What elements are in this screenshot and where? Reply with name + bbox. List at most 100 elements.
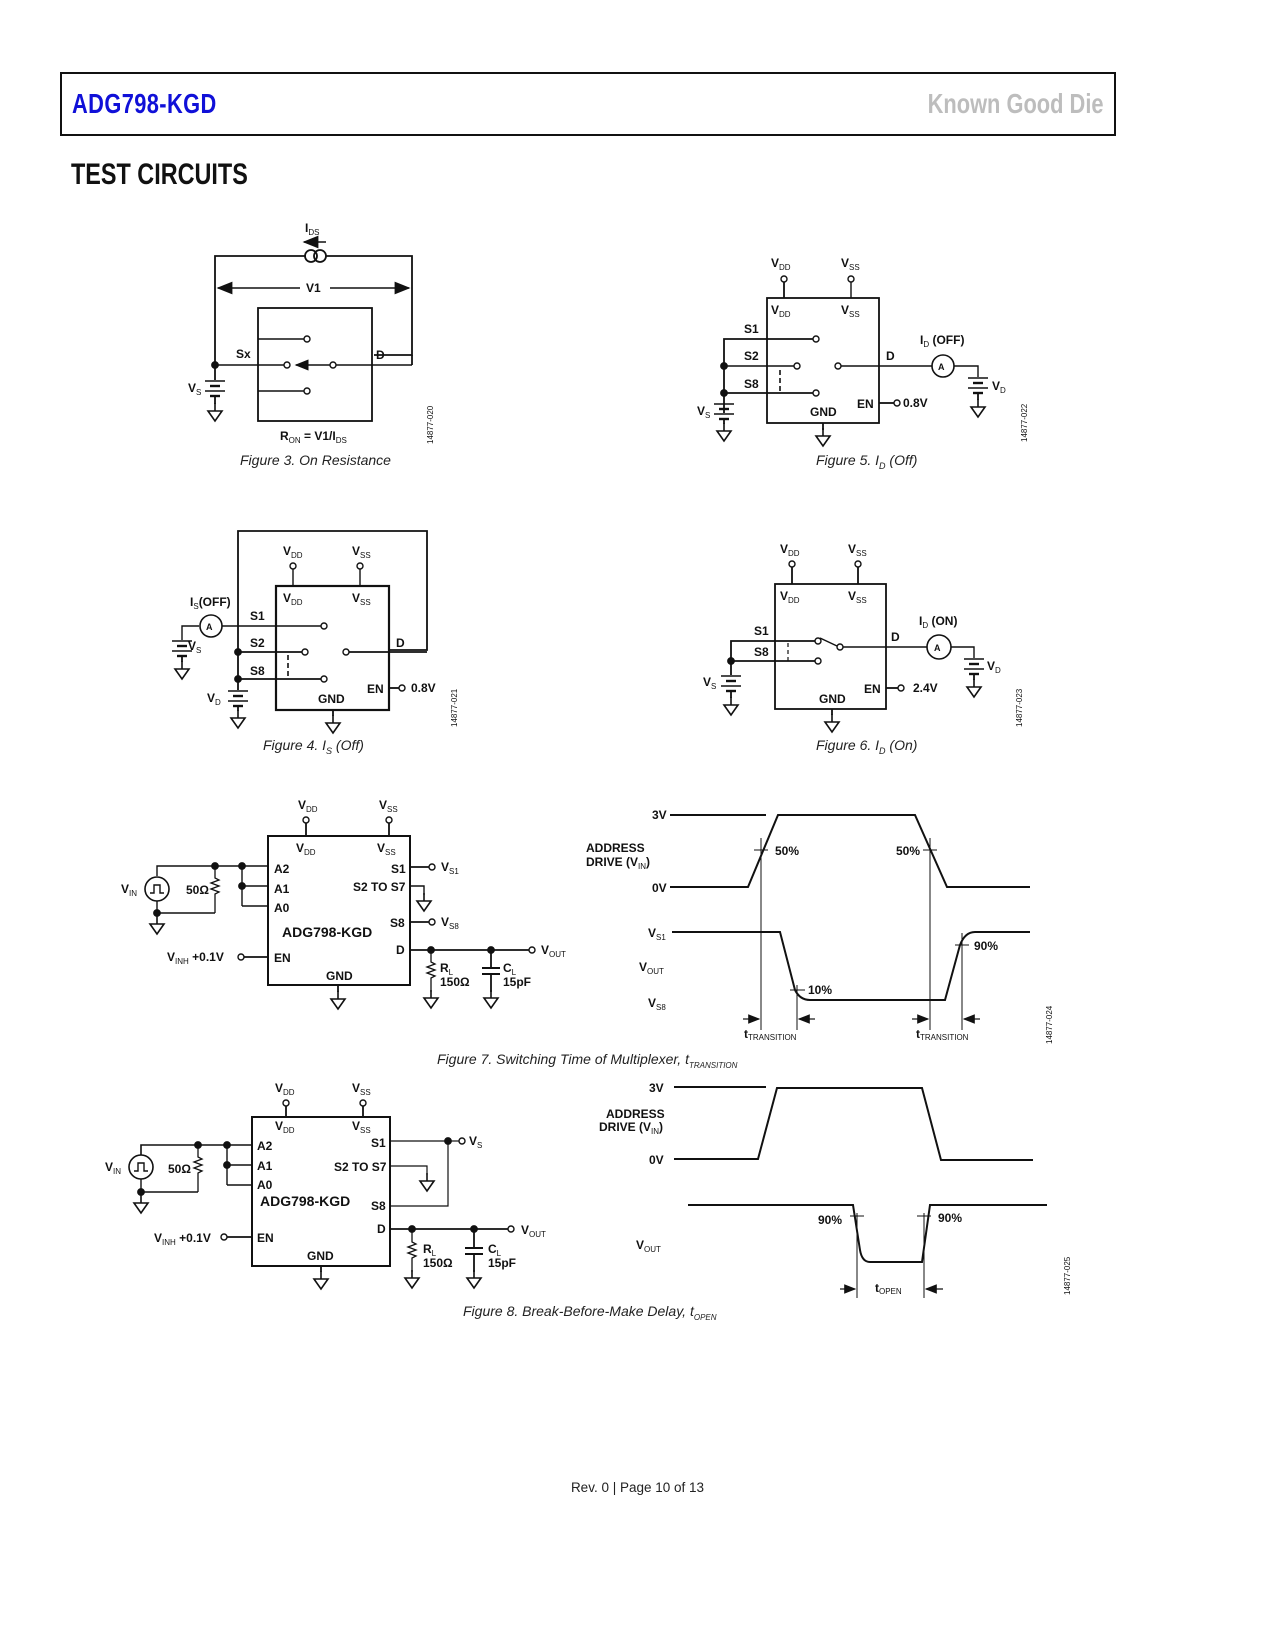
svg-text:50Ω: 50Ω xyxy=(168,1162,191,1176)
svg-text:VS: VS xyxy=(469,1134,482,1150)
svg-text:IS(OFF): IS(OFF) xyxy=(190,595,231,611)
svg-text:S8: S8 xyxy=(754,645,769,659)
svg-text:EN: EN xyxy=(857,397,874,411)
svg-text:DRIVE (VIN): DRIVE (VIN) xyxy=(599,1120,663,1136)
svg-text:90%: 90% xyxy=(818,1213,842,1227)
svg-text:VIN: VIN xyxy=(121,882,137,898)
svg-text:VDD: VDD xyxy=(780,542,800,558)
svg-text:VDD: VDD xyxy=(275,1119,295,1135)
svg-text:S2: S2 xyxy=(250,636,265,650)
figure-7-timing: 3V 0V ADDRESS DRIVE (VIN) 50% 50% VS1 VO… xyxy=(586,808,1054,1044)
svg-text:VOUT: VOUT xyxy=(636,1238,661,1254)
section-title: TEST CIRCUITS xyxy=(71,158,248,191)
svg-text:VDD: VDD xyxy=(283,544,303,560)
svg-text:VDD: VDD xyxy=(298,798,318,814)
svg-text:tTRANSITION: tTRANSITION xyxy=(916,1027,969,1042)
svg-text:S1: S1 xyxy=(371,1136,386,1150)
svg-text:VS: VS xyxy=(697,404,710,420)
svg-text:VD: VD xyxy=(992,379,1006,395)
vs-label: VS xyxy=(188,381,201,397)
figure-3-on-resistance: IDS V1 Sx D VS RON = V1/IDS 14877-020 xyxy=(188,221,435,445)
svg-text:14877-021: 14877-021 xyxy=(450,688,459,727)
svg-text:0V: 0V xyxy=(649,1153,664,1167)
svg-text:GND: GND xyxy=(318,692,345,706)
svg-text:VS1: VS1 xyxy=(441,860,459,876)
svg-text:S2 TO S7: S2 TO S7 xyxy=(353,880,406,894)
svg-text:150Ω: 150Ω xyxy=(440,975,470,989)
figure-4-is-off: VDD VSS VDD VSS IS(OFF) S1 S2 S8 A D VS … xyxy=(170,530,459,734)
svg-text:14877-022: 14877-022 xyxy=(1020,403,1029,442)
figure-6-id-on: VDD VSS VDD VSS S1 S8 D A ID (ON) VD VS … xyxy=(703,542,1024,733)
svg-text:EN: EN xyxy=(367,682,384,696)
svg-text:EN: EN xyxy=(864,682,881,696)
svg-text:VDD: VDD xyxy=(283,591,303,607)
svg-text:S8: S8 xyxy=(390,916,405,930)
svg-text:14877-025: 14877-025 xyxy=(1063,1256,1072,1295)
svg-text:CL: CL xyxy=(488,1242,502,1258)
pulse-icon xyxy=(134,1162,148,1172)
svg-text:S1: S1 xyxy=(391,862,406,876)
figure-4-caption: Figure 4. IS (Off) xyxy=(263,737,364,756)
page-footer: Rev. 0 | Page 10 of 13 xyxy=(570,1480,705,1495)
svg-text:ADDRESS: ADDRESS xyxy=(606,1107,665,1121)
svg-text:VS1: VS1 xyxy=(648,926,666,942)
resistor-icon xyxy=(209,866,221,913)
svg-text:3V: 3V xyxy=(649,1081,664,1095)
figure-7-circuit: VDD VSS VDD VSS A2 A1 A0 S1 S2 TO S7 S8 … xyxy=(121,798,566,1010)
ids-label: IDS xyxy=(305,221,319,237)
svg-text:S1: S1 xyxy=(744,322,759,336)
chip-label: ADG798-KGD xyxy=(282,924,372,940)
svg-text:15pF: 15pF xyxy=(503,975,531,989)
svg-text:S8: S8 xyxy=(250,664,265,678)
svg-text:90%: 90% xyxy=(938,1211,962,1225)
svg-text:VD: VD xyxy=(207,691,221,707)
page-header: ADG798-KGD Known Good Die xyxy=(60,72,1116,136)
svg-text:D: D xyxy=(377,1222,386,1236)
svg-text:VSS: VSS xyxy=(379,798,398,814)
svg-text:VOUT: VOUT xyxy=(541,943,566,959)
svg-text:GND: GND xyxy=(307,1249,334,1263)
svg-text:EN: EN xyxy=(274,951,291,965)
svg-text:D: D xyxy=(886,349,895,363)
figure-8-timing: 3V 0V ADDRESS DRIVE (VIN) 90% 90% VOUT t… xyxy=(599,1081,1072,1298)
svg-text:VDD: VDD xyxy=(275,1081,295,1097)
svg-text:A2: A2 xyxy=(274,862,290,876)
svg-text:A0: A0 xyxy=(274,901,290,915)
svg-text:VDD: VDD xyxy=(771,303,791,319)
part-number: ADG798-KGD xyxy=(72,88,217,119)
v1-label: V1 xyxy=(306,281,321,295)
figure-5-id-off: VDD VSS VDD VSS S1 S2 S8 D A ID (OFF) VD… xyxy=(697,256,1029,447)
svg-text:EN: EN xyxy=(257,1231,274,1245)
svg-text:ID (ON): ID (ON) xyxy=(919,614,957,630)
svg-text:50%: 50% xyxy=(775,844,799,858)
svg-text:VDD: VDD xyxy=(296,841,316,857)
svg-text:D: D xyxy=(396,943,405,957)
svg-text:A1: A1 xyxy=(274,882,290,896)
svg-text:VSS: VSS xyxy=(352,544,371,560)
svg-text:VIN: VIN xyxy=(105,1160,121,1176)
svg-text:VSS: VSS xyxy=(841,303,860,319)
ammeter-icon: A xyxy=(934,643,941,653)
ammeter-icon: A xyxy=(206,622,213,632)
ammeter-icon: A xyxy=(938,362,945,372)
svg-text:VINH +0.1V: VINH +0.1V xyxy=(154,1231,211,1247)
svg-text:CL: CL xyxy=(503,961,517,977)
svg-text:VSS: VSS xyxy=(841,256,860,272)
svg-text:GND: GND xyxy=(819,692,846,706)
svg-text:VOUT: VOUT xyxy=(521,1223,546,1239)
svg-text:90%: 90% xyxy=(974,939,998,953)
svg-text:ADDRESS: ADDRESS xyxy=(586,841,645,855)
figure-id: 14877-020 xyxy=(426,405,435,444)
svg-text:D: D xyxy=(396,636,405,650)
svg-text:A1: A1 xyxy=(257,1159,273,1173)
svg-text:VSS: VSS xyxy=(352,1119,371,1135)
header-subtitle: Known Good Die xyxy=(928,88,1104,119)
figure-6-caption: Figure 6. ID (On) xyxy=(816,737,918,756)
svg-text:2.4V: 2.4V xyxy=(913,681,938,695)
svg-text:GND: GND xyxy=(810,405,837,419)
svg-text:10%: 10% xyxy=(808,983,832,997)
d-label: D xyxy=(376,348,385,362)
figure-8-caption: Figure 8. Break-Before-Make Delay, tOPEN xyxy=(463,1303,717,1322)
svg-text:S1: S1 xyxy=(250,609,265,623)
